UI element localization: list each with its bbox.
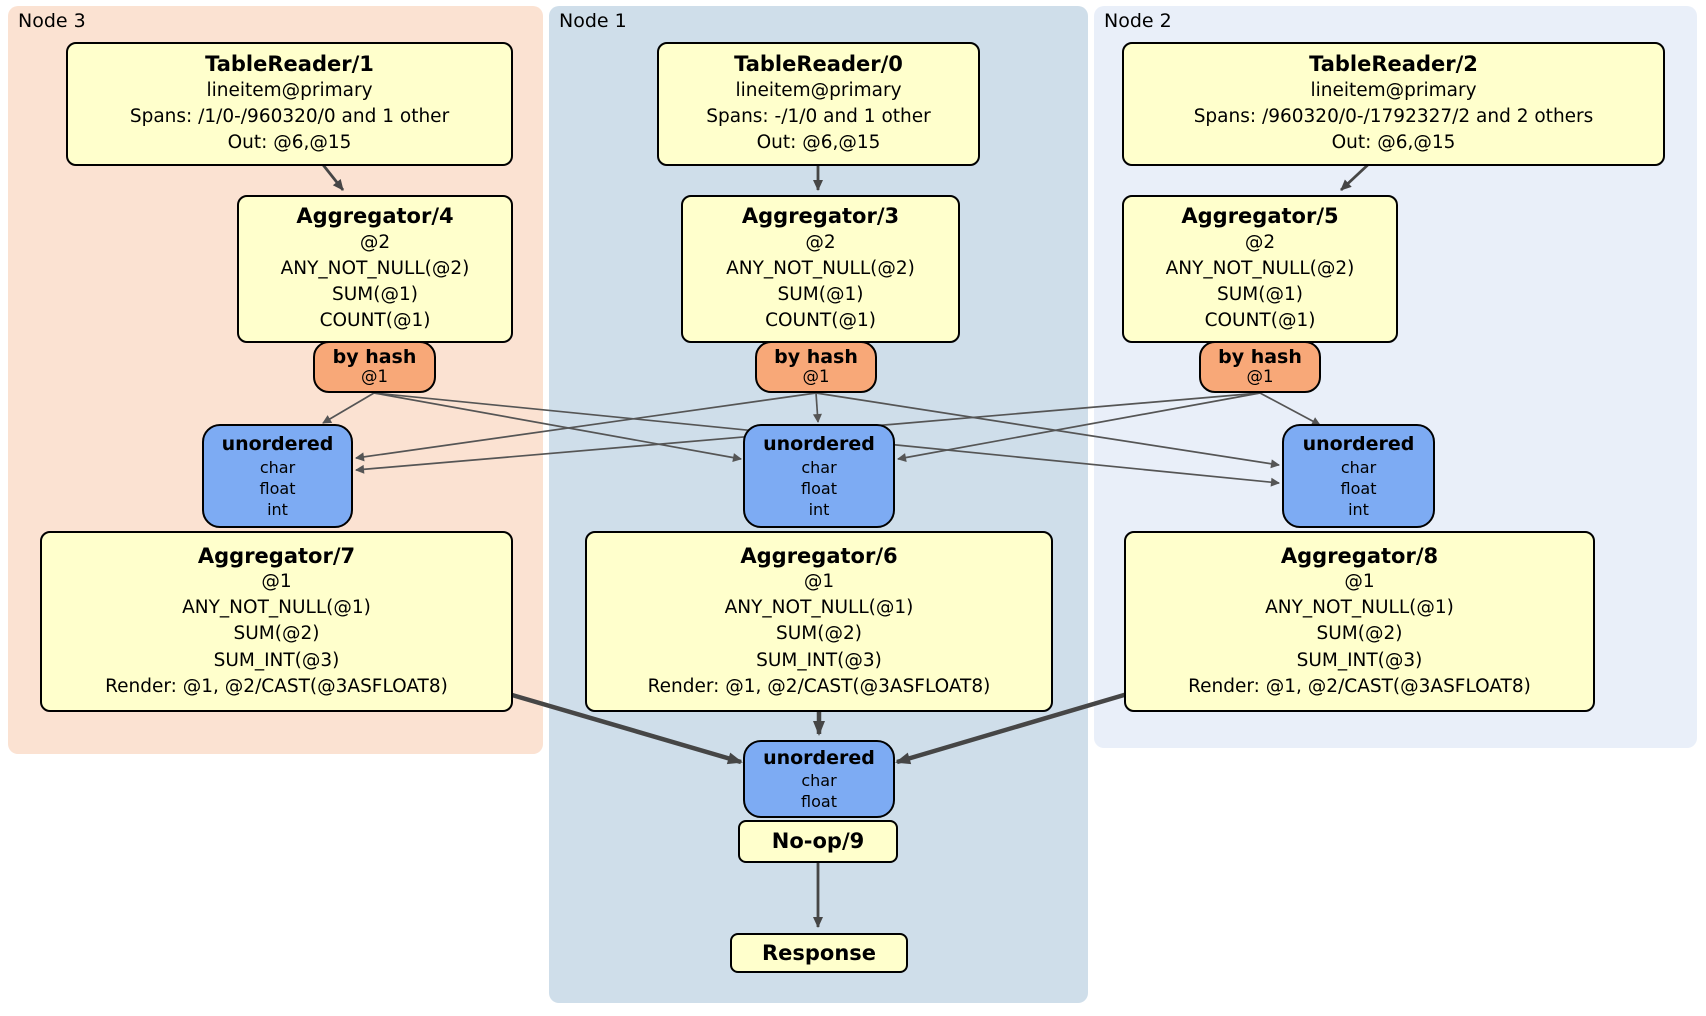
tablereader-1-node: TableReader/1 lineitem@primary Spans: /1…	[66, 42, 513, 166]
unordered-sync-node3: unordered char float int	[202, 424, 353, 528]
tablereader-0-node: TableReader/0 lineitem@primary Spans: -/…	[657, 42, 980, 166]
aggregator-7-title: Aggregator/7	[197, 543, 356, 568]
aggregator-7-node: Aggregator/7 @1 ANY_NOT_NULL(@1) SUM(@2)…	[40, 531, 513, 712]
hash-router-node1-title: by hash	[774, 345, 858, 368]
aggregator-5-node: Aggregator/5 @2 ANY_NOT_NULL(@2) SUM(@1)…	[1122, 195, 1398, 343]
unordered-sync-final: unordered char float	[743, 740, 895, 818]
unordered-sync-node1-title: unordered	[763, 432, 875, 455]
unordered-sync-node2: unordered char float int	[1282, 424, 1435, 528]
aggregator-8-title: Aggregator/8	[1280, 543, 1439, 568]
hash-router-node1: by hash @1	[755, 341, 877, 393]
tablereader-2-title: TableReader/2	[1309, 52, 1478, 77]
response-title: Response	[761, 940, 877, 965]
unordered-sync-node3-title: unordered	[221, 432, 334, 455]
response-node: Response	[730, 933, 908, 973]
node2-label: Node 2	[1104, 10, 1172, 32]
tablereader-0-title: TableReader/0	[734, 52, 903, 77]
aggregator-5-title: Aggregator/5	[1181, 204, 1339, 229]
aggregator-3-node: Aggregator/3 @2 ANY_NOT_NULL(@2) SUM(@1)…	[681, 195, 960, 343]
noop-title: No-op/9	[771, 829, 865, 854]
aggregator-4-title: Aggregator/4	[296, 204, 454, 229]
aggregator-4-node: Aggregator/4 @2 ANY_NOT_NULL(@2) SUM(@1)…	[237, 195, 513, 343]
unordered-sync-final-title: unordered	[763, 746, 875, 769]
tablereader-2-node: TableReader/2 lineitem@primary Spans: /9…	[1122, 42, 1665, 166]
noop-node: No-op/9	[738, 820, 898, 863]
hash-router-node2: by hash @1	[1199, 341, 1321, 393]
aggregator-6-title: Aggregator/6	[740, 543, 898, 568]
unordered-sync-node1: unordered char float int	[743, 424, 895, 528]
aggregator-8-node: Aggregator/8 @1 ANY_NOT_NULL(@1) SUM(@2)…	[1124, 531, 1595, 712]
node1-label: Node 1	[559, 10, 627, 32]
hash-router-node2-title: by hash	[1218, 345, 1302, 368]
node3-label: Node 3	[18, 10, 86, 32]
tablereader-1-title: TableReader/1	[205, 52, 374, 77]
unordered-sync-node2-title: unordered	[1302, 432, 1415, 455]
hash-router-node3-title: by hash	[332, 345, 417, 368]
aggregator-6-node: Aggregator/6 @1 ANY_NOT_NULL(@1) SUM(@2)…	[585, 531, 1053, 712]
hash-router-node3: by hash @1	[313, 341, 436, 393]
aggregator-3-title: Aggregator/3	[741, 204, 900, 229]
